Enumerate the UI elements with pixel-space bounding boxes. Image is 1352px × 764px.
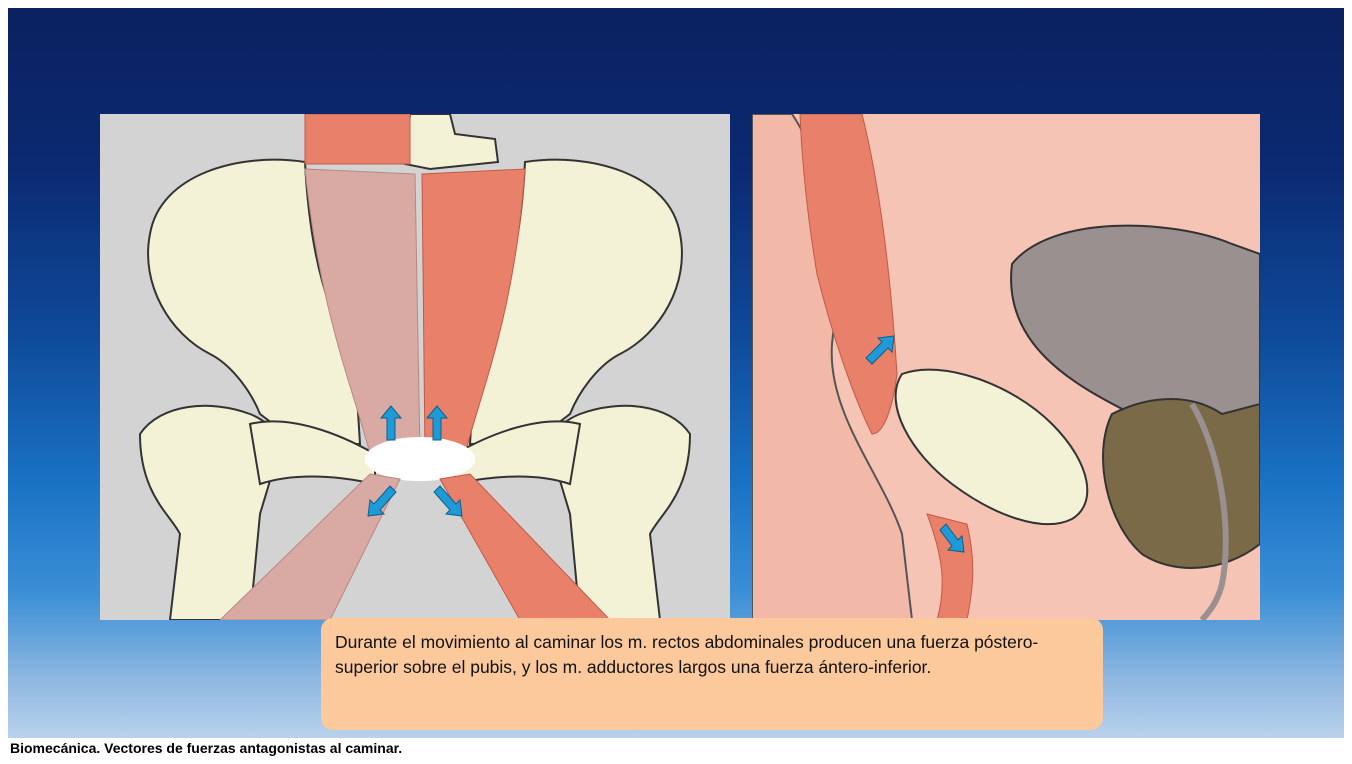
pelvis-front-svg bbox=[100, 114, 730, 620]
pelvis-sagittal-svg bbox=[752, 114, 1260, 620]
footer-text: Biomecánica. Vectores de fuerzas antagon… bbox=[10, 740, 402, 756]
upper-muscle-left bbox=[305, 114, 410, 164]
footer: Biomecánica. Vectores de fuerzas antagon… bbox=[0, 738, 1352, 764]
pelvis-front-illustration bbox=[100, 114, 730, 620]
pelvis-sagittal-illustration bbox=[752, 114, 1260, 620]
pubic-symphysis bbox=[365, 437, 475, 481]
slide: Durante el movimiento al caminar los m. … bbox=[8, 8, 1344, 738]
caption-box: Durante el movimiento al caminar los m. … bbox=[321, 618, 1103, 730]
